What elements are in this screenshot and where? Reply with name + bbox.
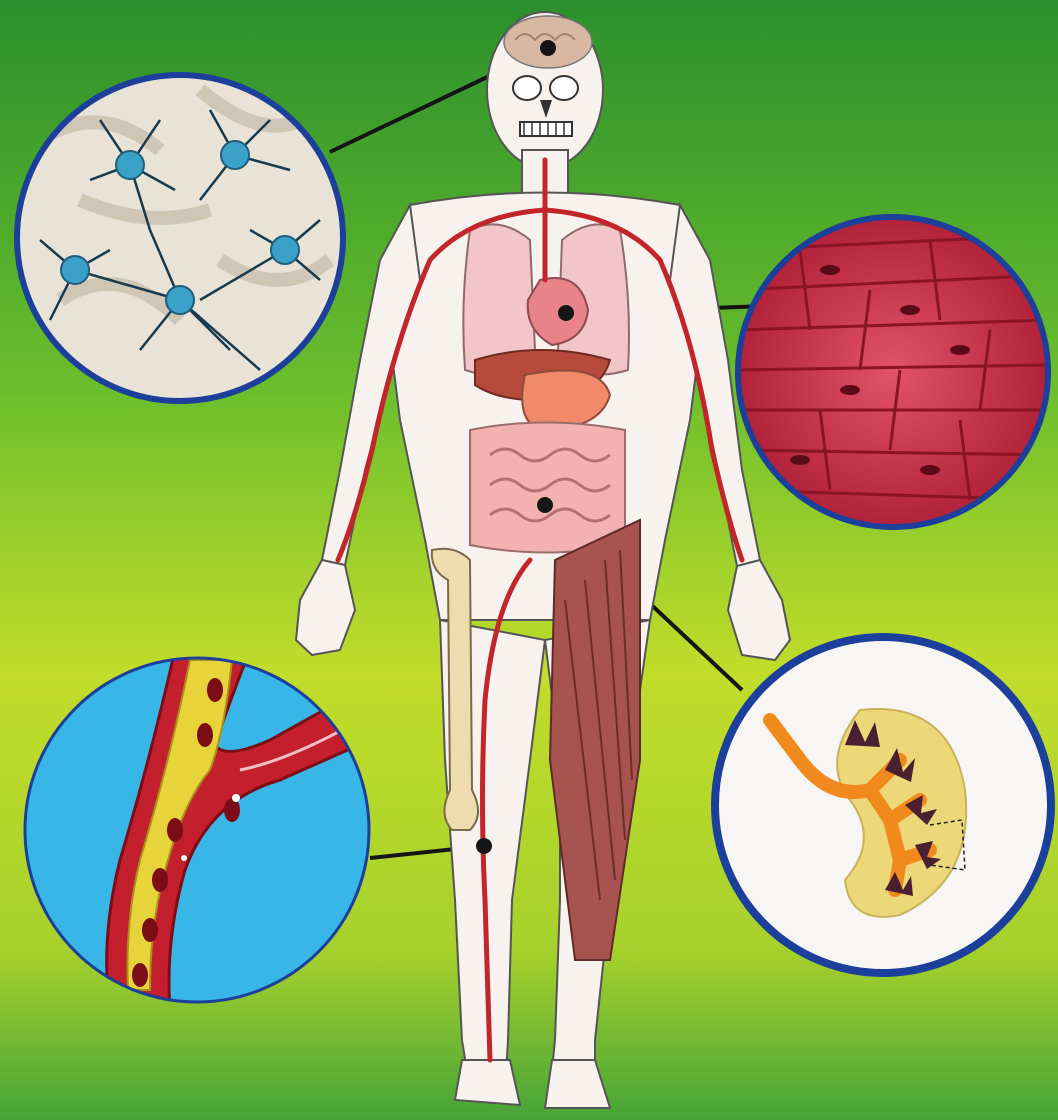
foot-left	[455, 1060, 520, 1105]
dot-brain	[540, 40, 556, 56]
dot-abdomen	[537, 497, 553, 513]
inset-kidney	[715, 637, 1051, 973]
inset-neurons	[17, 75, 343, 401]
inset-cardiac-muscle	[735, 217, 1050, 527]
dot-knee	[476, 838, 492, 854]
dot-heart	[558, 305, 574, 321]
